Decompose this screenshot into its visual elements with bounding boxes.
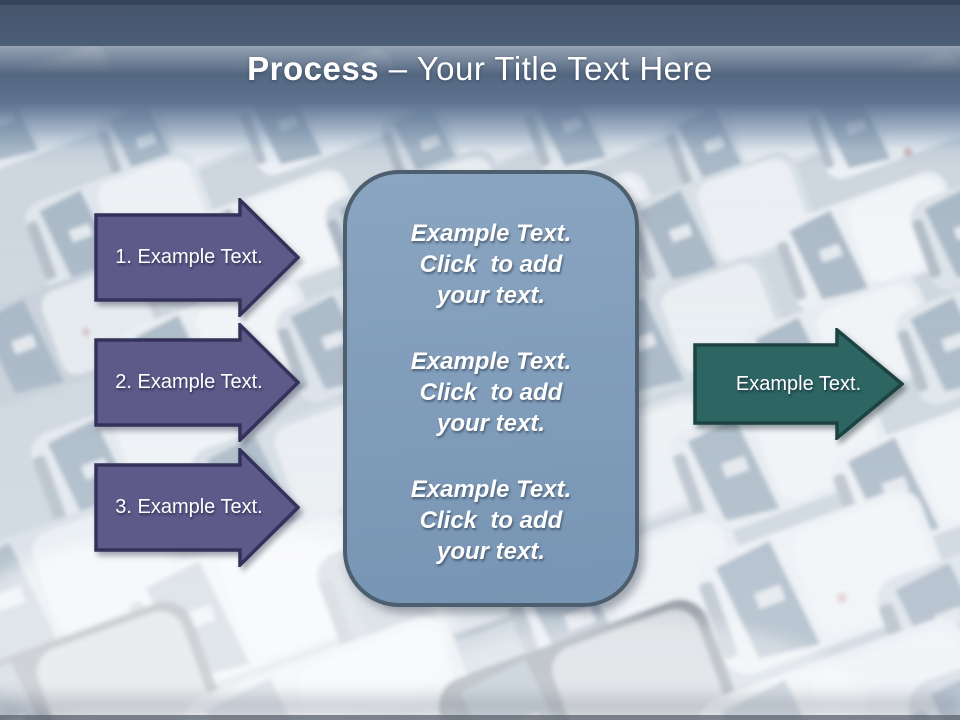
right-arrow-shape xyxy=(94,198,300,317)
step-3-label: 3. Example Text. xyxy=(115,496,263,518)
panel-text-block-1[interactable]: Example Text. Click to add your text. xyxy=(410,220,572,309)
panel-text-block-3[interactable]: Example Text. Click to add your text. xyxy=(410,476,572,565)
result-arrow-label: Example Text. xyxy=(735,372,862,395)
result-arrow[interactable]: Example Text. xyxy=(693,328,904,440)
process-step-arrow-3[interactable]: 3. Example Text. xyxy=(94,448,300,567)
right-arrow-shape xyxy=(94,323,300,442)
page-title[interactable]: Process – Your Title Text Here xyxy=(0,50,960,88)
title-rest: – Your Title Text Here xyxy=(379,50,713,87)
process-step-arrow-2[interactable]: 2. Example Text. xyxy=(94,323,300,442)
content-panel[interactable]: Example Text. Click to add your text. Ex… xyxy=(343,170,639,607)
step-2-label: 2. Example Text. xyxy=(115,371,263,393)
right-arrow-shape xyxy=(693,328,904,440)
title-keyword: Process xyxy=(247,50,380,87)
right-arrow-shape xyxy=(94,448,300,567)
panel-text-block-2[interactable]: Example Text. Click to add your text. xyxy=(410,348,572,437)
step-1-label: 1. Example Text. xyxy=(115,246,263,268)
process-step-arrow-1[interactable]: 1. Example Text. xyxy=(94,198,300,317)
